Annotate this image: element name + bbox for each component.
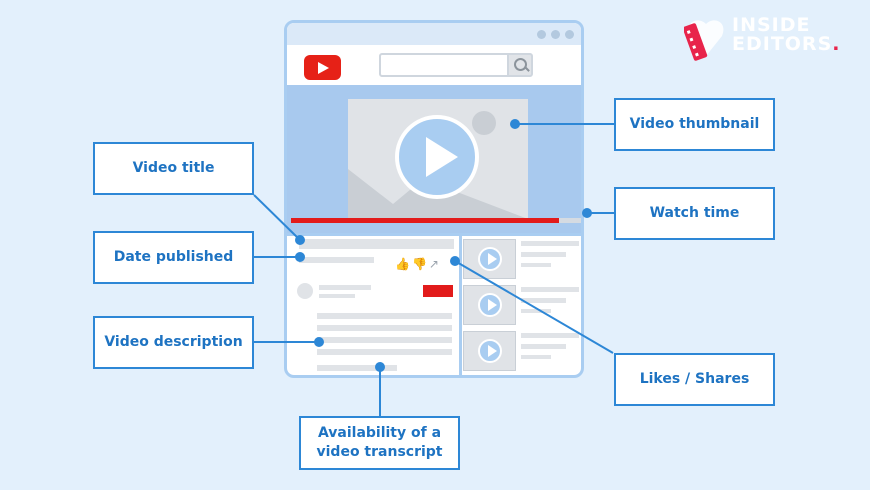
subscriber-placeholder — [319, 294, 355, 298]
connector-title — [253, 194, 301, 241]
subscribe-button[interactable] — [423, 285, 453, 297]
connector-dot — [295, 252, 305, 262]
brand-line-1: INSIDE — [732, 14, 811, 36]
label-date-published: Date published — [93, 231, 254, 284]
brand-wordmark: INSIDE EDITORS. — [732, 16, 840, 54]
watch-time-remaining — [559, 218, 581, 223]
browser-mockup: 👍👎↗ — [284, 20, 584, 378]
description-line — [317, 313, 452, 319]
share-icon[interactable]: ↗ — [428, 257, 441, 271]
transcript-line — [317, 365, 397, 371]
label-watch-time: Watch time — [614, 187, 775, 240]
recommended-title-line — [521, 287, 579, 292]
channel-name-placeholder — [319, 285, 371, 290]
youtube-logo-icon — [304, 55, 341, 80]
connector-likes — [454, 260, 614, 354]
description-line — [317, 325, 452, 331]
connector-dot — [314, 337, 324, 347]
recommended-title-line — [521, 252, 566, 257]
play-icon — [478, 247, 502, 271]
label-transcript: Availability of a video transcript — [299, 416, 460, 470]
description-line — [317, 349, 452, 355]
brand-line-2: EDITORS — [732, 33, 833, 55]
like-share-icons[interactable]: 👍👎↗ — [395, 257, 441, 271]
watch-time-progress[interactable] — [291, 218, 559, 223]
thumbs-up-icon[interactable]: 👍 — [395, 257, 412, 271]
recommended-title-line — [521, 298, 566, 303]
window-dot — [537, 30, 546, 39]
thumbs-down-icon[interactable]: 👎 — [411, 257, 429, 271]
connector-dot — [582, 208, 592, 218]
recommended-title-line — [521, 241, 579, 246]
title-placeholder — [299, 239, 454, 249]
recommended-meta-line — [521, 263, 551, 267]
window-dot — [551, 30, 560, 39]
description-line — [317, 337, 452, 343]
recommended-video-thumbnail[interactable] — [463, 239, 516, 279]
recommended-video-thumbnail[interactable] — [463, 331, 516, 371]
window-dot — [565, 30, 574, 39]
connector-dot — [510, 119, 520, 129]
browser-titlebar — [287, 23, 581, 45]
play-icon — [478, 293, 502, 317]
label-video-thumbnail: Video thumbnail — [614, 98, 775, 151]
search-icon[interactable] — [507, 53, 533, 77]
brand-dot: . — [832, 33, 841, 55]
channel-avatar[interactable] — [297, 283, 313, 299]
connector-dot — [450, 256, 460, 266]
sidebar-divider — [459, 236, 462, 375]
recommended-title-line — [521, 344, 566, 349]
inside-editors-logo: INSIDE EDITORS. — [684, 12, 854, 62]
recommended-meta-line — [521, 355, 551, 359]
video-thumbnail-image — [348, 99, 528, 219]
label-video-title: Video title — [93, 142, 254, 195]
date-placeholder — [299, 257, 374, 263]
brand-mark-icon — [684, 20, 724, 61]
connector-dot — [295, 235, 305, 245]
label-video-description: Video description — [93, 316, 254, 369]
recommended-title-line — [521, 333, 579, 338]
content-divider — [287, 233, 581, 236]
recommended-meta-line — [521, 309, 551, 313]
connector-dot — [375, 362, 385, 372]
label-likes-shares: Likes / Shares — [614, 353, 775, 406]
play-icon — [478, 339, 502, 363]
